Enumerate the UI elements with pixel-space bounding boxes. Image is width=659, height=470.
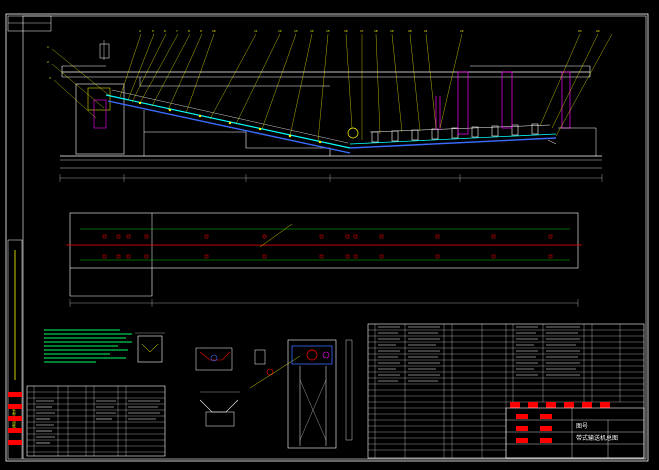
corner-stamp-box — [7, 15, 52, 32]
balloon-17: 17 — [360, 29, 364, 33]
balloon-14: 14 — [310, 29, 314, 33]
balloon-21: 21 — [424, 29, 428, 33]
balloon-11: 11 — [254, 29, 258, 33]
balloon-12: 12 — [278, 29, 282, 33]
left-strip-box — [7, 239, 23, 460]
detail-sections — [135, 332, 353, 449]
balloon-1: 1 — [47, 45, 49, 49]
part-balloons: 1 2 3 4 5 6 7 8 9 10 11 12 13 14 15 16 1… — [47, 29, 600, 80]
inner-border — [22, 15, 647, 460]
parts-list-right — [367, 323, 645, 459]
balloon-19: 19 — [390, 29, 394, 33]
balloon-2: 2 — [47, 60, 49, 64]
balloon-23: 23 — [578, 29, 582, 33]
title-block-label-a: 图号 — [576, 423, 588, 430]
balloon-4: 4 — [139, 29, 141, 33]
balloon-15: 15 — [326, 29, 330, 33]
elevation-view — [51, 33, 613, 182]
balloon-13: 13 — [294, 29, 298, 33]
title-block-label-b: 带式输送机总图 — [576, 434, 618, 442]
balloon-22: 22 — [460, 29, 464, 33]
technical-notes — [14, 250, 132, 380]
balloon-5: 5 — [152, 29, 154, 33]
parts-list-left — [8, 385, 166, 457]
outer-border — [5, 13, 649, 462]
balloon-8: 8 — [188, 29, 190, 33]
balloon-10: 10 — [212, 29, 216, 33]
balloon-18: 18 — [374, 29, 378, 33]
balloon-9: 9 — [200, 29, 202, 33]
plan-view — [66, 212, 582, 307]
balloon-3: 3 — [49, 76, 51, 80]
balloon-20: 20 — [408, 29, 412, 33]
balloon-16: 16 — [344, 29, 348, 33]
balloon-24: 24 — [596, 29, 600, 33]
balloon-6: 6 — [164, 29, 166, 33]
title-block: 图号 带式输送机总图 — [505, 407, 645, 459]
balloon-7: 7 — [176, 29, 178, 33]
